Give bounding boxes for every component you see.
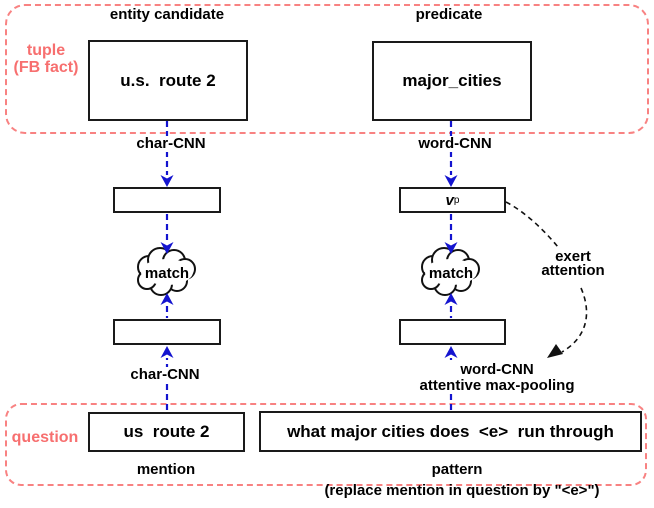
arrowhead-up-right-1 [444,293,458,305]
exert-attention-arrowhead [547,344,563,358]
pattern-footnote: (replace mention in question by "<e>") [324,482,600,499]
arrowhead-down-right-2 [444,242,458,254]
exert-attention-curved-arrow [561,287,588,353]
pattern-caption: pattern [431,461,483,478]
word-cnn-label-top: word-CNN [395,136,515,152]
entity-candidate-header: entity candidate [109,6,225,23]
tuple-label-line1: tuple [26,42,66,59]
arrowhead-up-right-2 [444,346,458,358]
word-cnn-attentive-label: word-CNN attentive max-pooling [407,362,587,394]
vp-symbol: v [445,191,454,209]
mention-caption: mention [136,461,196,478]
arrowhead-up-left-1 [160,293,174,305]
arrowhead-down-left-1 [160,175,174,187]
entity-embedding-box [113,187,221,213]
arrowhead-down-right-1 [444,175,458,187]
mention-box: us route 2 [88,412,245,452]
match-label-right: match [428,265,474,282]
exert-attention-label: exert attention [523,248,623,279]
exert-attention-line1: exert [555,248,591,265]
arrowhead-up-left-2 [160,346,174,358]
vp-subscript: p [453,194,460,206]
tuple-region-outline [5,4,649,134]
char-cnn-label-bottom: char-CNN [105,367,225,383]
question-region-label: question [11,429,79,446]
predicate-box: major_cities [372,41,532,121]
tuple-region-label: tuple (FB fact) [8,42,84,76]
pattern-embedding-box [399,319,506,345]
arrowhead-down-left-2 [160,242,174,254]
char-cnn-label-top: char-CNN [111,136,231,152]
exert-attention-line2: attention [541,262,605,279]
predicate-header: predicate [415,6,483,23]
entity-candidate-box: u.s. route 2 [88,40,248,121]
tuple-label-line2: (FB fact) [13,59,79,76]
vp-to-exert-attention-link [505,201,559,248]
match-label-left: match [144,265,190,282]
attentive-max-pooling-label: attentive max-pooling [419,377,575,394]
mention-embedding-box [113,319,221,345]
question-region-outline [5,403,647,486]
word-cnn-label-bottom: word-CNN [460,361,534,378]
pattern-box: what major cities does <e> run through [259,411,642,452]
